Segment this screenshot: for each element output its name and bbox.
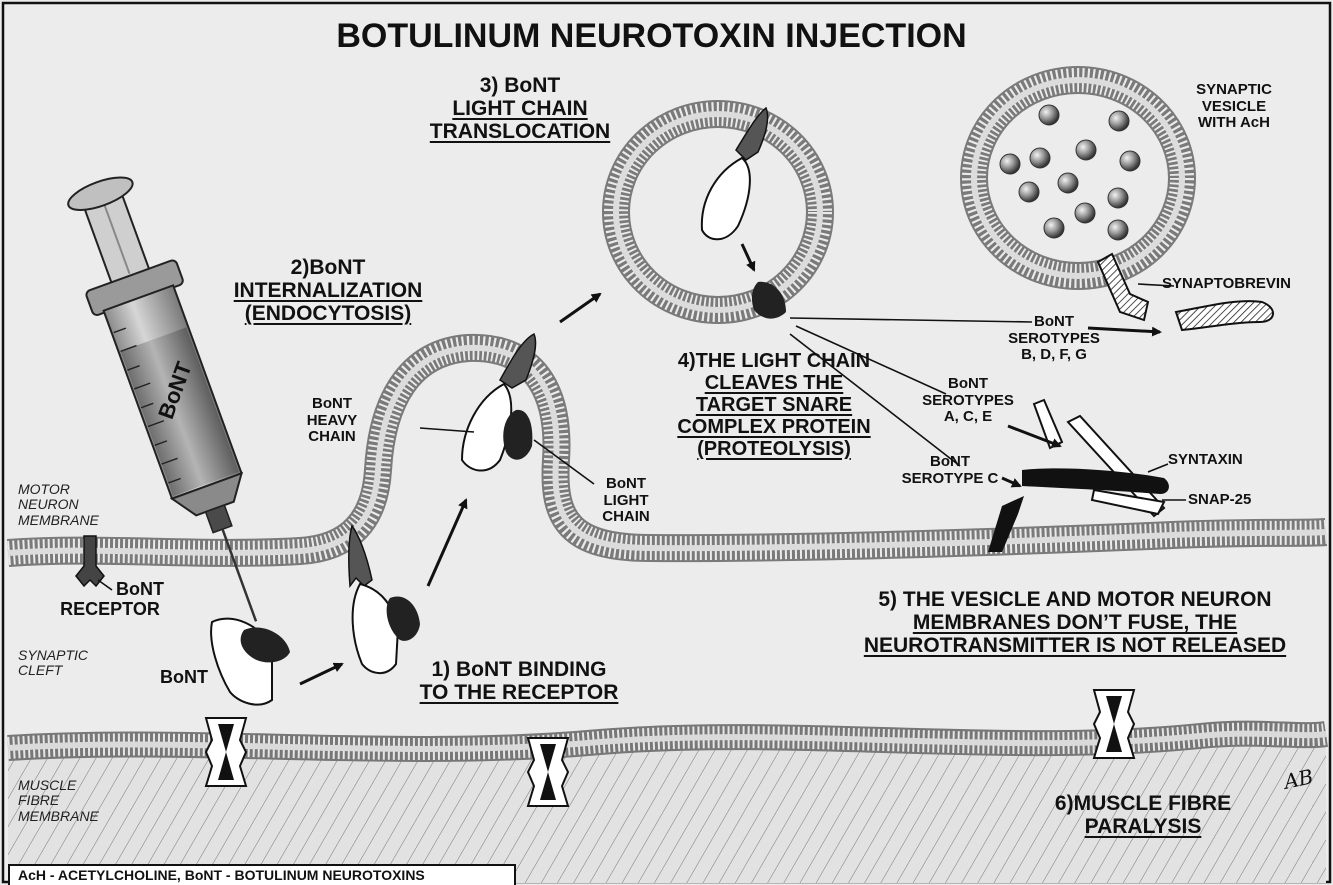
serotypes-ace-line-1: BoNT: [908, 376, 1028, 393]
muscle-fibre-membrane-label: MUSCLE FIBRE MEMBRANE: [18, 778, 99, 824]
step-6-line-1: MUSCLE FIBRE: [1074, 792, 1232, 815]
artist-signature: AB: [1282, 765, 1315, 793]
receptor-line-2: RECEPTOR: [50, 600, 170, 620]
ion-channel: [206, 718, 246, 786]
serotypes-bdfg-line-2: SEROTYPES: [994, 331, 1114, 348]
synaptic-vesicle-label: SYNAPTIC VESICLE WITH AcH: [1182, 82, 1286, 132]
ion-channel: [1094, 690, 1134, 758]
synaptic-cleft-line-2: CLEFT: [18, 663, 88, 678]
step-4-line-4: COMPLEX PROTEIN: [646, 416, 902, 438]
syntaxin-protein: [1022, 468, 1169, 514]
step-3-line-1: BoNT: [504, 74, 560, 97]
step-2-line-1: BoNT: [309, 256, 365, 279]
synaptic-vesicle-line-2: VESICLE: [1182, 99, 1286, 116]
heavy-chain-line-2: HEAVY: [298, 413, 366, 430]
receptor-label: BoNT RECEPTOR: [50, 580, 170, 620]
bont-label: BoNT: [160, 668, 208, 688]
serotypes-bdfg-line-3: B, D, F, G: [994, 347, 1114, 364]
serotype-c-label: BoNT SEROTYPE C: [880, 454, 1020, 487]
light-chain-line-1: BoNT: [588, 476, 664, 493]
ion-channel: [528, 738, 568, 806]
serotypes-bdfg-line-1: BoNT: [994, 314, 1114, 331]
heavy-chain-label: BoNT HEAVY CHAIN: [298, 396, 366, 446]
heavy-chain-line-1: BoNT: [298, 396, 366, 413]
serotypes-ace-line-3: A, C, E: [908, 409, 1028, 426]
synaptobrevin-cleaved: [1176, 301, 1273, 330]
step-2-label: 2)BoNT INTERNALIZATION (ENDOCYTOSIS): [216, 256, 440, 325]
step-4-number: 4): [678, 350, 696, 372]
step-5-number: 5): [878, 588, 897, 611]
bont-bound: [349, 526, 420, 673]
step-6-label: 6)MUSCLE FIBRE PARALYSIS: [1028, 792, 1258, 838]
step-2-line-3: (ENDOCYTOSIS): [216, 302, 440, 325]
light-chain-line-2: LIGHT: [588, 493, 664, 510]
step-5-line-2: MEMBRANES DON’T FUSE, THE: [828, 611, 1322, 634]
step-2-number: 2): [291, 256, 310, 279]
step-1-label: 1) BoNT BINDING TO THE RECEPTOR: [396, 658, 642, 704]
motor-neuron-membrane-line-2: NEURON: [18, 497, 99, 512]
step-1-line-2: TO THE RECEPTOR: [396, 681, 642, 704]
step-6-line-2: PARALYSIS: [1028, 815, 1258, 838]
step-6-number: 6): [1055, 792, 1074, 815]
footer-legend: AcH - ACETYLCHOLINE, BoNT - BOTULINUM NE…: [8, 864, 516, 885]
step-4-line-2: CLEAVES THE: [646, 372, 902, 394]
step-1-line-1: BoNT BINDING: [456, 658, 607, 681]
snap25-label: SNAP-25: [1188, 492, 1251, 509]
muscle-fibre-membrane-line-2: FIBRE: [18, 793, 99, 808]
step-3-line-2: LIGHT CHAIN: [420, 97, 620, 120]
step-5-label: 5) THE VESICLE AND MOTOR NEURON MEMBRANE…: [828, 588, 1322, 657]
step-1-number: 1): [431, 658, 450, 681]
syntaxin-label: SYNTAXIN: [1168, 452, 1243, 469]
page-title: BOTULINUM NEUROTOXIN INJECTION: [0, 18, 1303, 55]
light-chain-line-3: CHAIN: [588, 509, 664, 526]
ach-molecules: [1000, 105, 1140, 240]
serotype-c-line-2: SEROTYPE C: [880, 471, 1020, 488]
step-3-line-3: TRANSLOCATION: [420, 120, 620, 143]
serotypes-bdfg-label: BoNT SEROTYPES B, D, F, G: [994, 314, 1114, 364]
motor-neuron-membrane-label: MOTOR NEURON MEMBRANE: [18, 482, 99, 528]
synaptic-vesicle-line-1: SYNAPTIC: [1182, 82, 1286, 99]
bont-free: [211, 619, 290, 705]
motor-neuron-membrane-line-1: MOTOR: [18, 482, 99, 497]
serotypes-ace-line-2: SEROTYPES: [908, 393, 1028, 410]
step-4-line-1: THE LIGHT CHAIN: [696, 350, 870, 372]
serotypes-ace-label: BoNT SEROTYPES A, C, E: [908, 376, 1028, 426]
muscle-fibre-membrane-line-3: MEMBRANE: [18, 809, 99, 824]
step-5-line-1: THE VESICLE AND MOTOR NEURON: [903, 588, 1272, 611]
synaptic-cleft-line-1: SYNAPTIC: [18, 648, 88, 663]
synaptic-vesicle: [974, 80, 1182, 276]
step-4-line-3: TARGET SNARE: [646, 394, 902, 416]
synaptic-vesicle-line-3: WITH AcH: [1182, 115, 1286, 132]
step-3-label: 3) BoNT LIGHT CHAIN TRANSLOCATION: [420, 74, 620, 143]
synaptic-cleft-label: SYNAPTIC CLEFT: [18, 648, 88, 679]
light-chain-label: BoNT LIGHT CHAIN: [588, 476, 664, 526]
serotype-c-line-1: BoNT: [880, 454, 1020, 471]
step-3-number: 3): [480, 74, 499, 97]
muscle-fibre-membrane-line-1: MUSCLE: [18, 778, 99, 793]
step-2-line-2: INTERNALIZATION: [216, 279, 440, 302]
synaptobrevin-label: SYNAPTOBREVIN: [1162, 276, 1291, 293]
step-5-line-3: NEUROTRANSMITTER IS NOT RELEASED: [828, 634, 1322, 657]
motor-neuron-membrane-line-3: MEMBRANE: [18, 513, 99, 528]
step-4-label: 4)THE LIGHT CHAIN CLEAVES THE TARGET SNA…: [646, 350, 902, 460]
step-4-line-5: (PROTEOLYSIS): [646, 438, 902, 460]
heavy-chain-line-3: CHAIN: [298, 429, 366, 446]
receptor-line-1: BoNT: [50, 580, 170, 600]
